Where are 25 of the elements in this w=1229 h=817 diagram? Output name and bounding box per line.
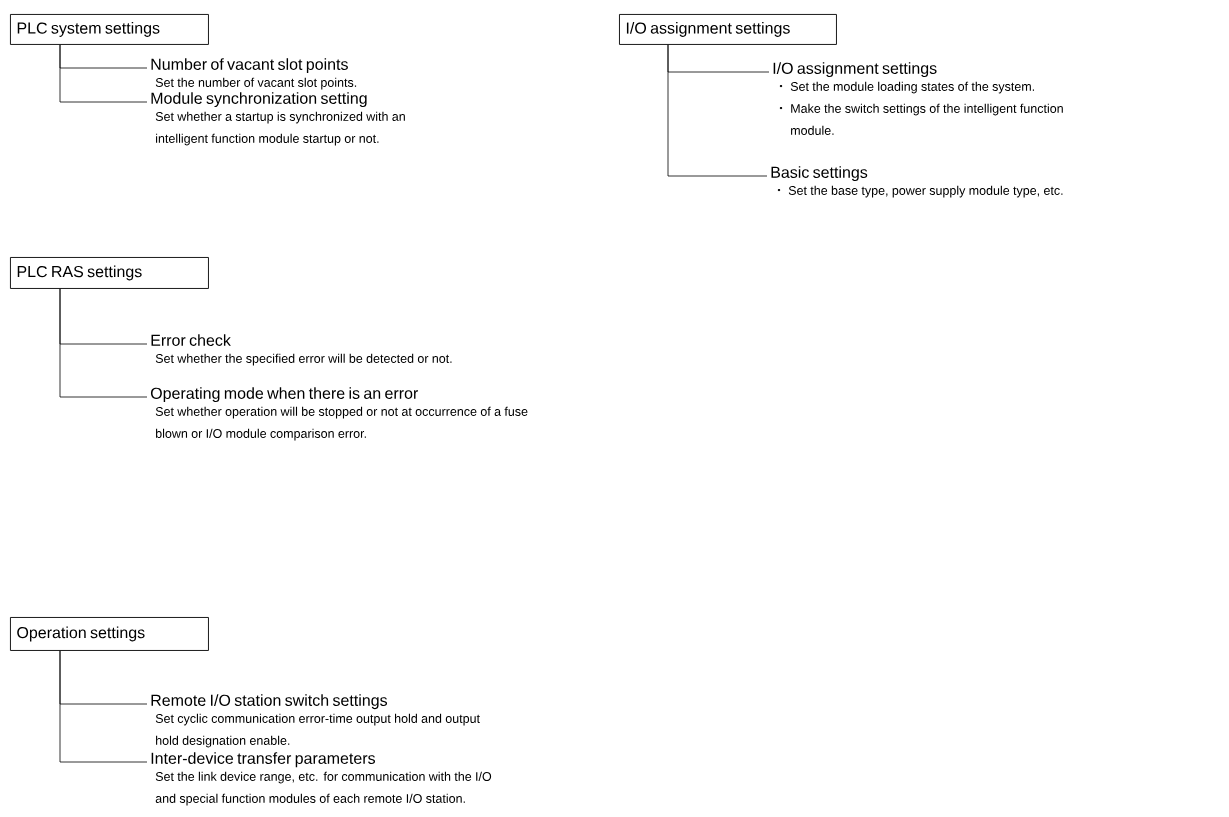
tree-connector — [667, 44, 768, 177]
bullet-item: Make the switch settings of the intelligent function module. — [779, 103, 1063, 135]
tree-connector — [59, 650, 148, 763]
setting-heading: Inter-device transfer parameters — [151, 752, 375, 768]
setting-heading: I/O assignment settings — [773, 62, 937, 78]
setting-heading: Number of vacant slot points — [151, 58, 348, 74]
setting-description: Set the number of vacant slot points. — [155, 77, 357, 90]
category-box: I/O assignment settings — [619, 14, 837, 45]
setting-heading: Error check — [151, 334, 231, 346]
category-box: PLC RAS settings — [10, 257, 209, 289]
setting-heading: Remote I/O station switch settings — [151, 694, 388, 710]
category-box: Operation settings — [10, 617, 209, 651]
tree-connector — [59, 44, 148, 103]
setting-description: Set the link device range, etc. for communication with the I/O and special function modules of each remote I/O station. — [155, 771, 492, 806]
bullet-item: Set the module loading states of the system. — [779, 81, 1035, 94]
setting-heading: Module synchronization setting — [151, 92, 367, 108]
setting-heading: Operating mode when there is an error — [150, 387, 418, 403]
setting-description: Set whether the specified error will be detected or not. — [155, 353, 452, 366]
category-box: PLC system settings — [10, 14, 209, 45]
setting-description: Set cyclic communication error-time output hold and output hold designation enable. — [155, 713, 480, 748]
tree-connector — [59, 288, 148, 398]
setting-description: Set whether a startup is synchronized with an intelligent function module startup or not. — [155, 111, 405, 146]
setting-heading: Basic settings — [771, 166, 868, 182]
bullet-item: Set the base type, power supply module type, etc. — [777, 185, 1063, 198]
setting-description: Set whether operation will be stopped or not at occurrence of a fuse blown or I/O module comparison error. — [155, 406, 528, 441]
